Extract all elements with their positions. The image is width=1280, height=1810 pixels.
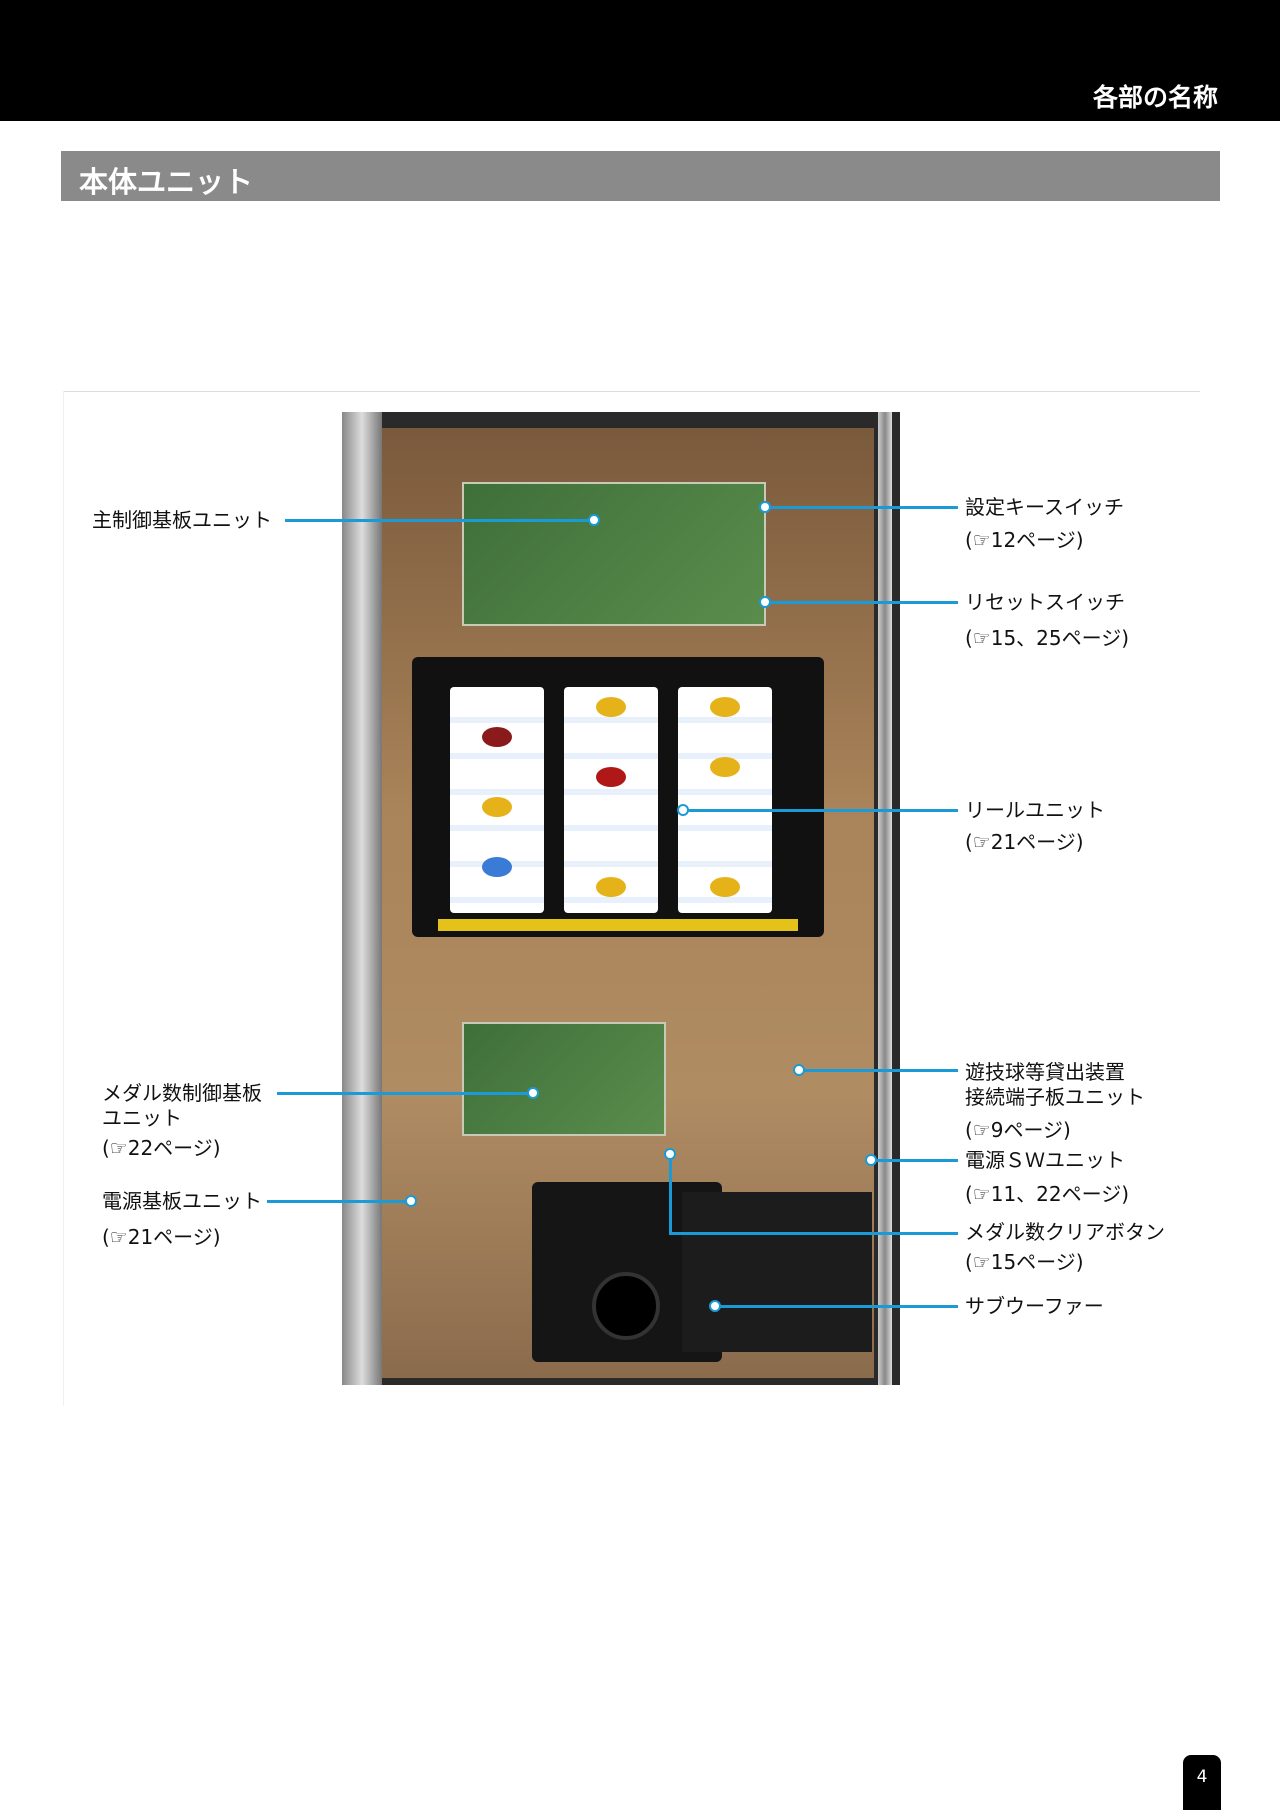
leader-line: [669, 1232, 958, 1235]
leader-line: [669, 1154, 672, 1233]
section-name: 各部の名称: [1092, 83, 1218, 112]
leader-line: [267, 1200, 411, 1203]
leader-dot: [588, 514, 600, 526]
label-power-sw: 電源ＳＷユニット: [965, 1148, 1125, 1172]
leader-line: [285, 519, 594, 522]
ref-reset-switch[interactable]: (☞15、25ページ): [965, 626, 1130, 650]
label-reel-unit: リールユニット: [965, 798, 1105, 822]
title-bar: 本体ユニット: [61, 151, 1220, 201]
leader-dot: [759, 501, 771, 513]
label-medal-board-2: ユニット: [102, 1106, 182, 1130]
main-board-image: [462, 482, 766, 626]
leader-dot: [793, 1064, 805, 1076]
leader-dot: [709, 1300, 721, 1312]
ref-setting-key[interactable]: (☞12ページ): [965, 528, 1084, 552]
label-subwoofer: サブウーファー: [965, 1294, 1104, 1318]
leader-dot: [865, 1154, 877, 1166]
label-medal-clear: メダル数クリアボタン: [965, 1220, 1165, 1244]
ref-medal-board[interactable]: (☞22ページ): [102, 1136, 221, 1160]
page-title: 本体ユニット: [79, 165, 254, 199]
leader-dot: [405, 1195, 417, 1207]
ref-medal-clear[interactable]: (☞15ページ): [965, 1250, 1084, 1274]
label-ball-lending-1: 遊技球等貸出装置: [965, 1060, 1125, 1084]
header-bar: 各部の名称: [0, 0, 1280, 121]
ref-reel-unit[interactable]: (☞21ページ): [965, 830, 1084, 854]
leader-line: [765, 601, 958, 604]
label-power-board: 電源基板ユニット: [102, 1189, 262, 1213]
label-main-board: 主制御基板ユニット: [92, 508, 272, 532]
ref-ball-lending[interactable]: (☞9ページ): [965, 1118, 1071, 1142]
leader-line: [799, 1069, 958, 1072]
leader-line: [871, 1159, 958, 1162]
label-setting-key: 設定キースイッチ: [965, 495, 1124, 519]
medal-board-image: [462, 1022, 666, 1136]
label-medal-board-1: メダル数制御基板: [102, 1081, 262, 1105]
ref-power-board[interactable]: (☞21ページ): [102, 1225, 221, 1249]
leader-line: [683, 809, 958, 812]
leader-line: [277, 1092, 533, 1095]
leader-dot: [527, 1087, 539, 1099]
label-reset-switch: リセットスイッチ: [965, 590, 1125, 614]
leader-dot: [664, 1148, 676, 1160]
reel-unit-image: [412, 657, 824, 937]
ref-power-sw[interactable]: (☞11、22ページ): [965, 1182, 1130, 1206]
divider: [63, 391, 64, 1406]
page-number: 4: [1183, 1755, 1221, 1810]
leader-line: [715, 1305, 958, 1308]
label-ball-lending-2: 接続端子板ユニット: [965, 1085, 1145, 1109]
leader-dot: [759, 596, 771, 608]
leader-line: [765, 506, 958, 509]
cabinet-photo: [342, 412, 900, 1385]
leader-dot: [677, 804, 689, 816]
divider: [63, 391, 1200, 392]
